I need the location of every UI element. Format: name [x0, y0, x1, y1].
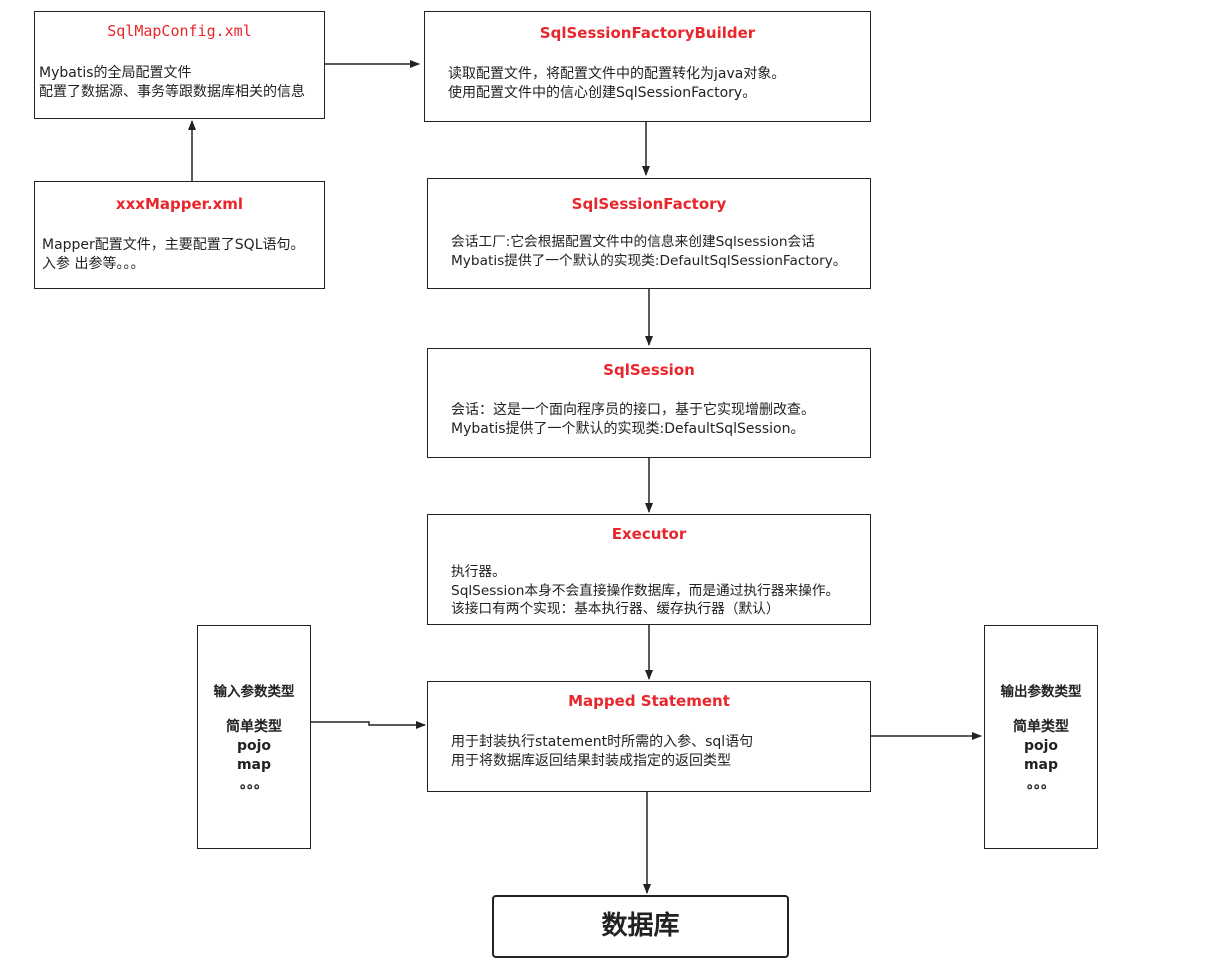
arrow-input-to-mapped — [311, 721, 426, 729]
output-param-item: 。。。 — [1027, 776, 1055, 792]
builder-line-2: 使用配置文件中的信心创建SqlSessionFactory。 — [448, 84, 757, 101]
mapper-node: xxxMapper.xml Mapper配置文件，主要配置了SQL语句。 入参 … — [34, 181, 325, 289]
mapper-line-2: 入参 出参等。。。 — [42, 255, 145, 272]
input-param-item: pojo — [236, 738, 272, 754]
input-param-item: 。。。 — [240, 776, 268, 792]
mapper-title: xxxMapper.xml — [115, 195, 244, 213]
session-line-1: 会话：这是一个面向程序员的接口，基于它实现增删改查。 — [451, 402, 815, 418]
sqlmapconfig-title: SqlMapConfig.xml — [107, 22, 252, 40]
input-param-item: 简单类型 — [226, 719, 282, 735]
output-param-item: 简单类型 — [1013, 719, 1069, 735]
mapped-statement-line-1: 用于封装执行statement时所需的入参、sql语句 — [451, 734, 754, 750]
database-node: 数据库 — [492, 895, 789, 958]
factory-title: SqlSessionFactory — [571, 195, 727, 213]
output-param-node: 输出参数类型 简单类型 pojo map 。。。 — [984, 625, 1098, 849]
factory-node: SqlSessionFactory 会话工厂:它会根据配置文件中的信息来创建Sq… — [427, 178, 871, 289]
builder-line-1: 读取配置文件，将配置文件中的配置转化为java对象。 — [448, 66, 786, 82]
session-node: SqlSession 会话：这是一个面向程序员的接口，基于它实现增删改查。 My… — [427, 348, 871, 458]
input-param-item: map — [236, 757, 272, 773]
executor-line-3: 该接口有两个实现：基本执行器、缓存执行器（默认） — [451, 601, 780, 617]
output-param-item: map — [1023, 757, 1059, 773]
factory-line-1: 会话工厂:它会根据配置文件中的信息来创建Sqlsession会话 — [451, 234, 815, 250]
builder-title: SqlSessionFactoryBuilder — [539, 24, 756, 42]
executor-line-1: 执行器。 — [451, 564, 506, 580]
session-title: SqlSession — [603, 361, 695, 379]
input-param-title: 输入参数类型 — [213, 684, 295, 700]
sqlmapconfig-node: SqlMapConfig.xml Mybatis的全局配置文件 配置了数据源、事… — [34, 11, 325, 119]
mapped-statement-line-2: 用于将数据库返回结果封装成指定的返回类型 — [451, 752, 731, 769]
sqlmapconfig-line-2: 配置了数据源、事务等跟数据库相关的信息 — [39, 83, 305, 100]
mapped-statement-node: Mapped Statement 用于封装执行statement时所需的入参、s… — [427, 681, 871, 792]
mapper-line-1: Mapper配置文件，主要配置了SQL语句。 — [42, 237, 305, 253]
executor-line-2: SqlSession本身不会直接操作数据库，而是通过执行器来操作。 — [451, 582, 840, 599]
sqlmapconfig-line-1: Mybatis的全局配置文件 — [39, 65, 192, 81]
executor-node: Executor 执行器。 SqlSession本身不会直接操作数据库，而是通过… — [427, 514, 871, 625]
builder-node: SqlSessionFactoryBuilder 读取配置文件，将配置文件中的配… — [424, 11, 871, 122]
session-line-2: Mybatis提供了一个默认的实现类:DefaultSqlSession。 — [451, 420, 805, 437]
mapped-statement-title: Mapped Statement — [568, 692, 730, 710]
output-param-title: 输出参数类型 — [1000, 684, 1082, 700]
output-param-item: pojo — [1023, 738, 1059, 754]
factory-line-2: Mybatis提供了一个默认的实现类:DefaultSqlSessionFact… — [451, 252, 847, 269]
input-param-node: 输入参数类型 简单类型 pojo map 。。。 — [197, 625, 311, 849]
executor-title: Executor — [611, 525, 687, 543]
